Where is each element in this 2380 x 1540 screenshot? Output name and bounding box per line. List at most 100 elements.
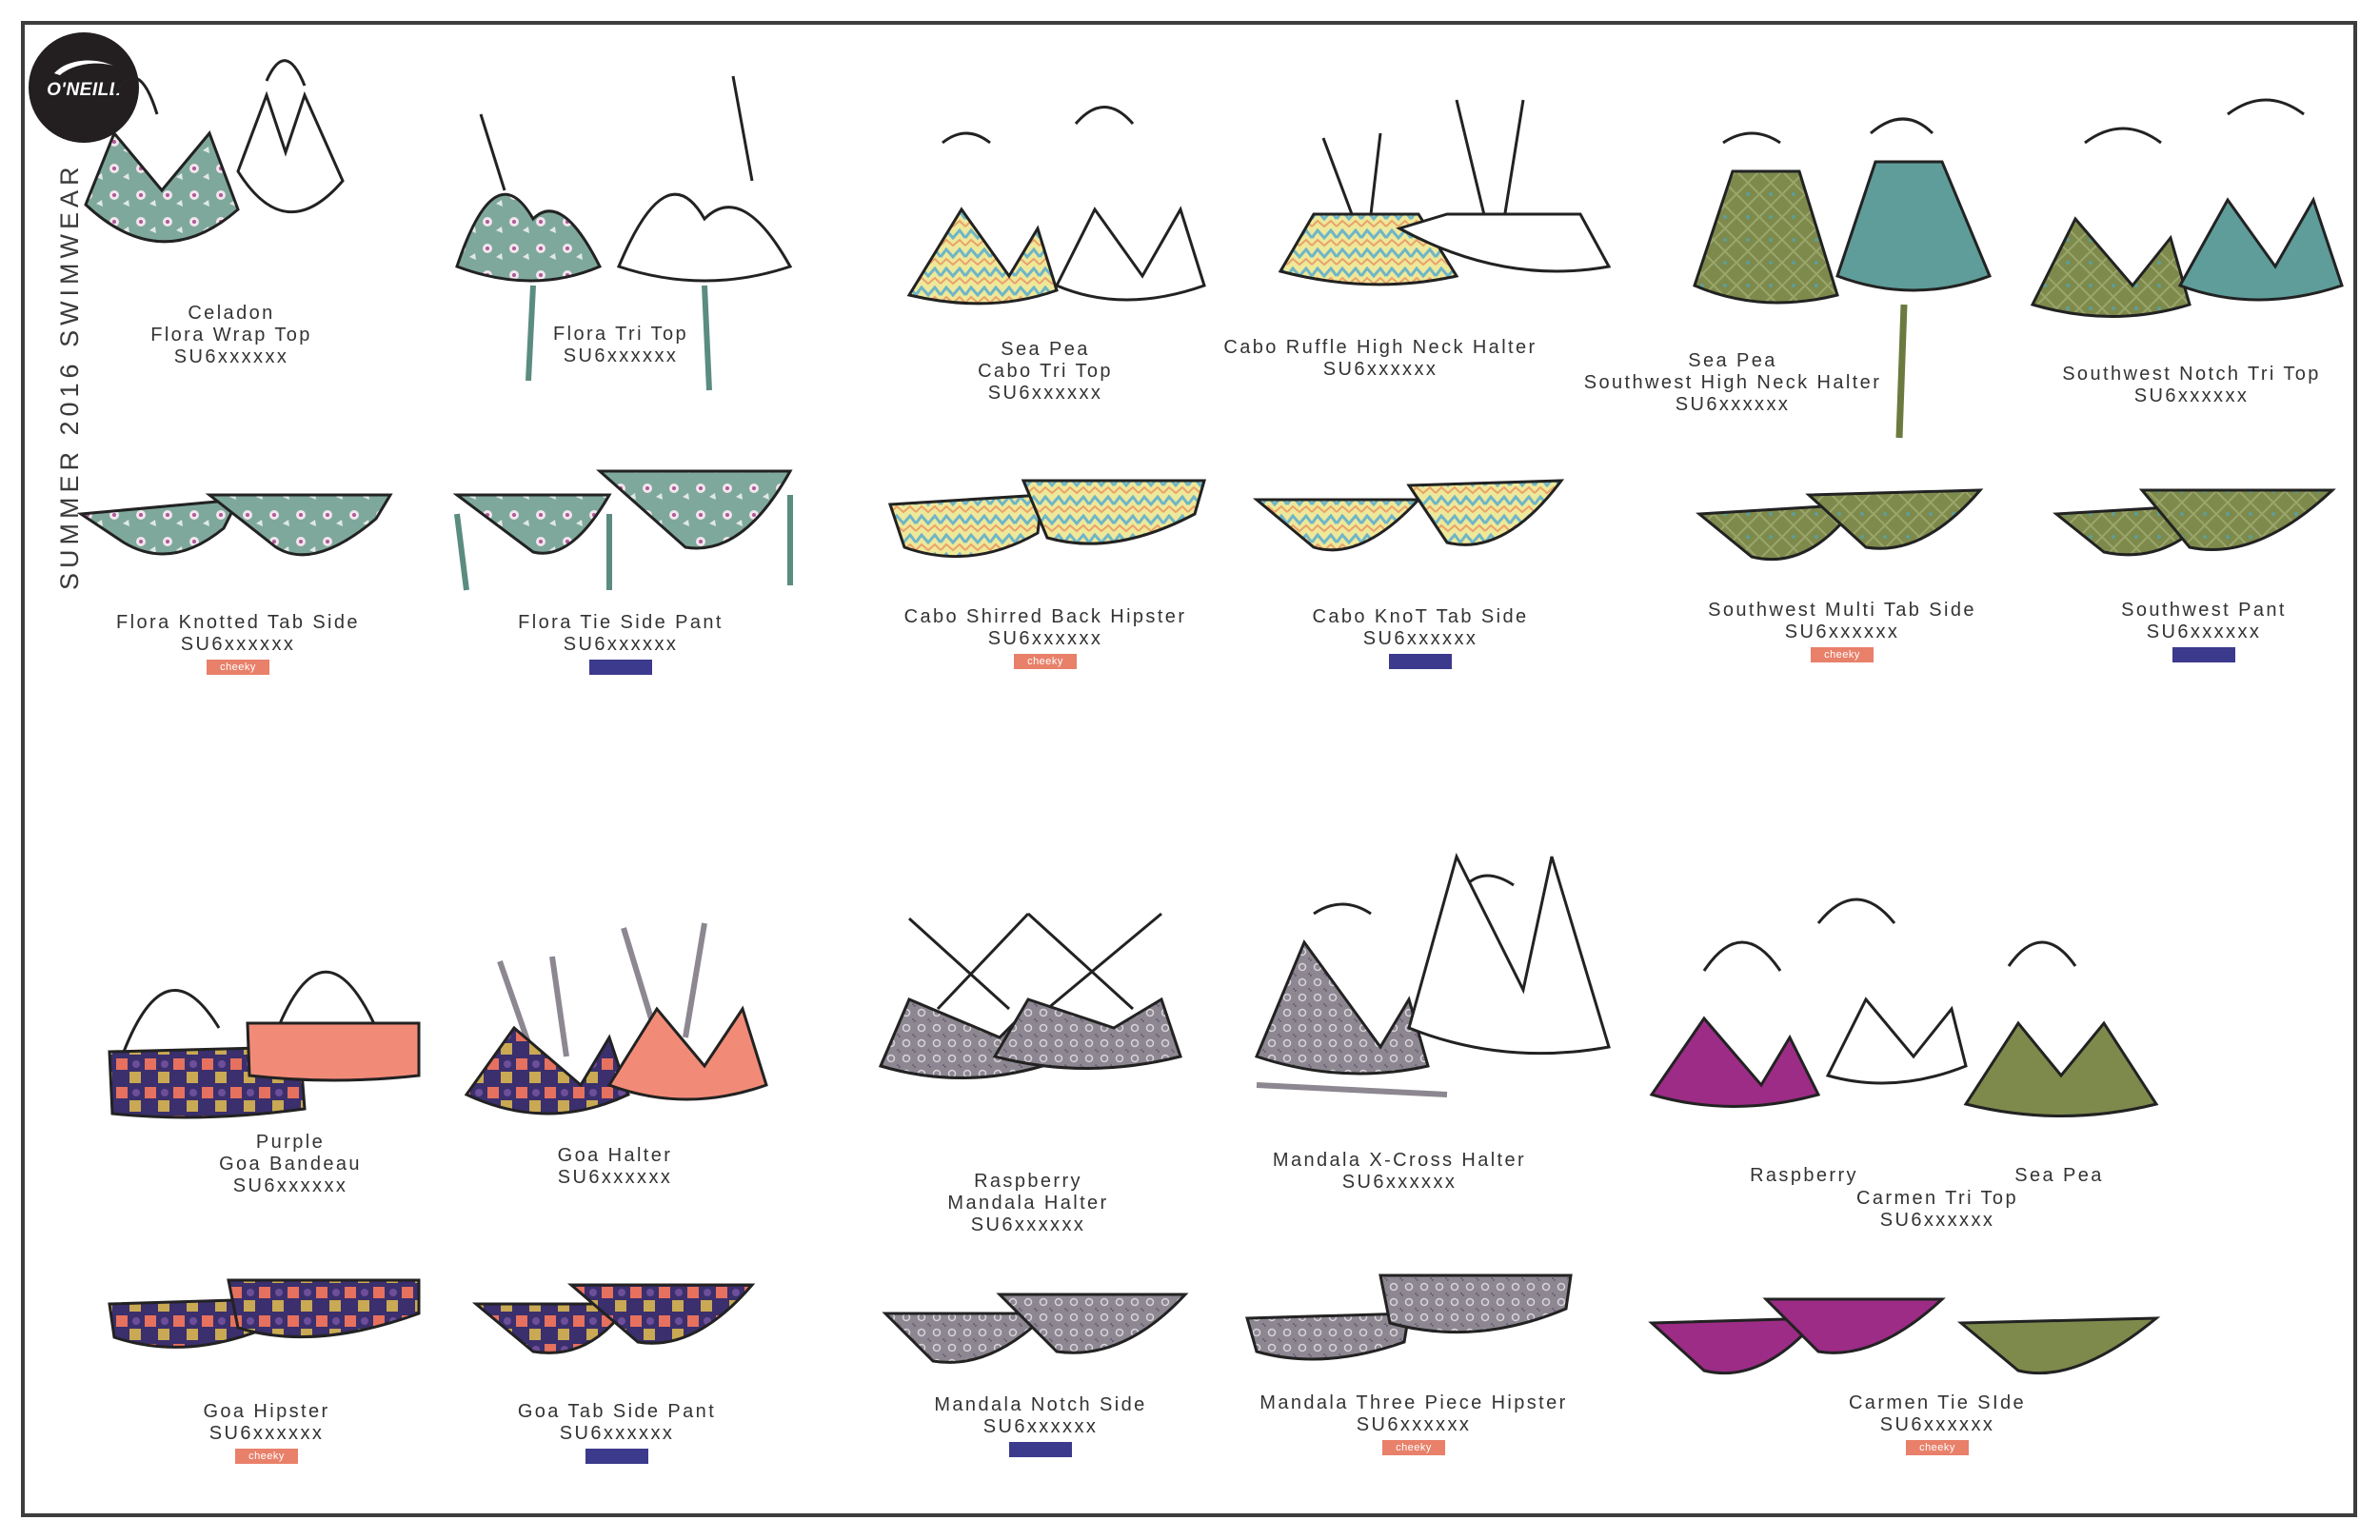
style-number: SU6xxxxxx (1356, 1414, 1472, 1435)
style-number: SU6xxxxxx (1322, 359, 1438, 380)
style-name: Southwest Pant (2121, 600, 2287, 621)
sketch-goa-bandeau (108, 970, 421, 1119)
style-name: Cabo Shirred Back Hipster (903, 606, 1187, 627)
style-name: Mandala Halter (947, 1193, 1109, 1214)
style-name: Raspberry (1750, 1165, 1858, 1186)
style-caption-carmen-raspberry: Raspberry (1750, 1165, 1858, 1187)
style-name: Raspberry (974, 1171, 1082, 1192)
sketch-southwest-multi (1696, 488, 1984, 562)
style-name: Southwest High Neck Halter (1583, 372, 1882, 393)
brand-name: O'NEILL (47, 80, 121, 100)
style-number: SU6xxxxxx (987, 383, 1103, 404)
style-name: Goa Bandeau (219, 1154, 362, 1175)
style-number: SU6xxxxxx (563, 634, 679, 655)
style-number: SU6xxxxxx (1879, 1414, 1995, 1435)
style-name: Flora Knotted Tab Side (116, 612, 360, 633)
sketch-flora-tie-side (452, 469, 793, 591)
style-number: SU6xxxxxx (1341, 1172, 1458, 1193)
style-number: SU6xxxxxx (987, 628, 1103, 649)
sketch-goa-tab-side (471, 1283, 756, 1354)
style-name: Sea Pea (1688, 350, 1777, 371)
sketch-carmen-tri (1649, 898, 2159, 1117)
sketch-celadon-flora-wrap (84, 59, 345, 244)
style-number: SU6xxxxxx (180, 634, 296, 655)
fit-swatch-badge (589, 660, 652, 675)
style-name: Carmen Tri Top (1856, 1188, 2018, 1209)
sketch-goa-hipster (108, 1278, 421, 1349)
cheeky-badge: cheeky (1014, 654, 1077, 669)
sketch-cabo-ruffle (1278, 99, 1612, 286)
style-name: Celadon (188, 303, 275, 324)
sketch-southwest-notch (2030, 98, 2344, 318)
style-number: SU6xxxxxx (970, 1214, 1086, 1235)
style-number: SU6xxxxxx (559, 1423, 675, 1444)
sketch-mandala-three-piece (1245, 1273, 1573, 1361)
style-name: Goa Halter (557, 1145, 673, 1166)
style-name: Flora Tri Top (553, 324, 688, 345)
style-name: Goa Hipster (203, 1401, 330, 1422)
style-name: Flora Tie Side Pant (518, 612, 724, 633)
cheeky-badge: cheeky (235, 1449, 298, 1464)
style-number: SU6xxxxxx (208, 1423, 325, 1444)
style-name: Flora Wrap Top (150, 325, 312, 346)
fit-swatch-badge (1009, 1442, 1072, 1457)
style-name: Cabo KnoT Tab Side (1312, 606, 1529, 627)
style-number: SU6xxxxxx (2133, 385, 2250, 406)
style-number: SU6xxxxxx (1784, 622, 1900, 642)
fit-swatch-badge (585, 1449, 648, 1464)
style-number: SU6xxxxxx (1362, 628, 1478, 649)
sketch-goa-halter (464, 922, 768, 1116)
sketch-mandala-xcross (1254, 852, 1611, 1097)
fit-swatch-badge (2172, 647, 2235, 662)
style-name: Cabo Ruffle High Neck Halter (1223, 337, 1537, 358)
sketch-southwest-pant (2053, 488, 2336, 557)
sketch-southwest-high-neck (1693, 117, 1992, 439)
style-name: Sea Pea (2014, 1165, 2104, 1186)
cheeky-badge: cheeky (207, 660, 269, 675)
sketch-cabo-shirred (887, 479, 1206, 559)
sketch-flora-knotted (76, 493, 393, 557)
style-name: Purple (255, 1132, 326, 1153)
style-name: Southwest Notch Tri Top (2062, 364, 2321, 385)
fit-swatch-badge (1389, 654, 1452, 669)
style-name: Southwest Multi Tab Side (1708, 600, 1976, 621)
style-name: Mandala Three Piece Hipster (1259, 1392, 1568, 1413)
style-number: SU6xxxxxx (982, 1416, 1099, 1437)
sketch-cabo-knot (1252, 479, 1565, 552)
sketch-cabo-tri (906, 106, 1206, 306)
style-number: SU6xxxxxx (1879, 1210, 1995, 1231)
cheeky-badge: cheeky (1382, 1440, 1445, 1455)
style-name: Sea Pea (1001, 339, 1090, 360)
style-number: SU6xxxxxx (557, 1167, 673, 1188)
sketch-carmen-tie-side (1648, 1297, 2161, 1375)
sketch-flora-tri (455, 75, 793, 391)
style-number: SU6xxxxxx (232, 1175, 348, 1196)
style-name: Mandala X-Cross Halter (1272, 1150, 1527, 1171)
sketch-mandala-notch (882, 1293, 1189, 1364)
style-number: SU6xxxxxx (2146, 622, 2262, 642)
style-name: Cabo Tri Top (978, 361, 1113, 382)
brand-mark: O'NEILL (34, 57, 133, 101)
style-number: SU6xxxxxx (173, 346, 289, 367)
page-border (21, 21, 2357, 1517)
style-caption-carmen-seapea: Sea Pea (2014, 1165, 2104, 1187)
sketch-mandala-halter (878, 912, 1182, 1079)
